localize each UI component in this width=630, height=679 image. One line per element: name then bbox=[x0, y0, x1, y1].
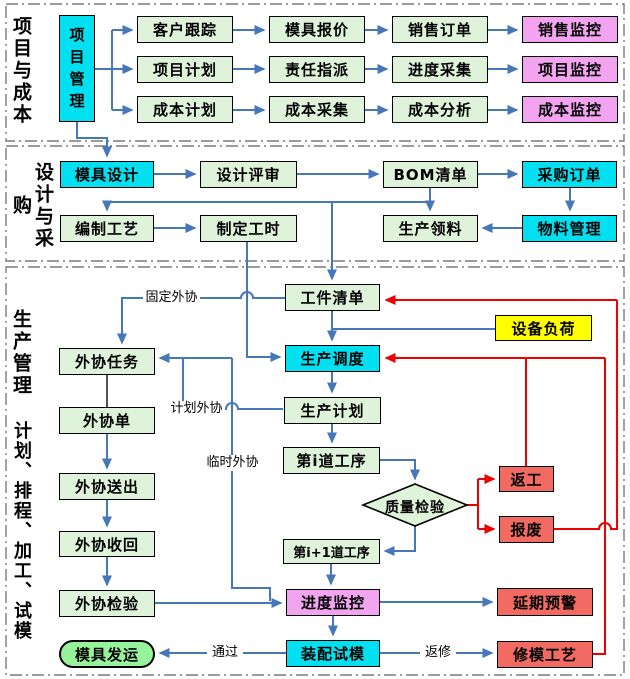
node-cost-monitoring: 成本监控 bbox=[522, 96, 618, 123]
node-material-management: 物料管理 bbox=[522, 215, 617, 242]
node-quality-inspection-label: 质量检验 bbox=[385, 500, 445, 516]
node-cost-plan: 成本计划 bbox=[137, 96, 233, 123]
node-purchase-order: 采购订单 bbox=[522, 161, 617, 188]
node-outsourcing-return: 外协收回 bbox=[59, 531, 155, 557]
node-project-monitoring: 项目监控 bbox=[522, 56, 618, 83]
node-outsourcing-task: 外协任务 bbox=[59, 348, 155, 375]
node-project-plan: 项目计划 bbox=[137, 56, 233, 83]
node-mold-shipment: 模具发运 bbox=[59, 640, 155, 668]
node-workpiece-list: 工件清单 bbox=[285, 284, 380, 311]
node-sales-order: 销售订单 bbox=[392, 16, 488, 43]
node-progress-monitoring: 进度监控 bbox=[286, 589, 380, 616]
node-sales-monitoring: 销售监控 bbox=[522, 16, 618, 43]
node-design-review: 设计评审 bbox=[200, 161, 297, 188]
node-assembly-trial-mold: 装配试模 bbox=[286, 640, 380, 667]
node-outsourcing-order: 外协单 bbox=[59, 407, 155, 434]
node-rework: 返工 bbox=[499, 466, 554, 492]
node-production-plan: 生产计划 bbox=[284, 397, 381, 424]
node-cost-collection: 成本采集 bbox=[269, 96, 365, 123]
node-process-planning: 编制工艺 bbox=[60, 215, 154, 242]
node-mold-repair-process: 修模工艺 bbox=[497, 641, 593, 668]
section-label-production-sub: 计划、排程、加工、试模 bbox=[11, 421, 32, 641]
node-progress-collection: 进度采集 bbox=[392, 56, 488, 83]
node-cost-analysis: 成本分析 bbox=[392, 96, 488, 123]
section-frame-design-purchase bbox=[5, 145, 625, 262]
node-production-dispatch: 生产调度 bbox=[285, 345, 380, 372]
edge-label-fixed-outsourcing: 固定外协 bbox=[143, 290, 200, 306]
node-outsourcing-inspection: 外协检验 bbox=[59, 590, 155, 617]
node-mold-design: 模具设计 bbox=[60, 161, 154, 188]
node-mold-quotation: 模具报价 bbox=[269, 16, 365, 43]
edge-label-repair: 返修 bbox=[420, 645, 456, 661]
section-label-project-cost: 项目与成本 bbox=[10, 16, 32, 126]
node-quality-inspection-shape bbox=[360, 483, 470, 527]
red-connector-trunks bbox=[467, 300, 618, 655]
node-equipment-load: 设备负荷 bbox=[495, 315, 592, 341]
node-customer-tracking: 客户跟踪 bbox=[137, 16, 233, 43]
section-label-production: 生产管理 bbox=[10, 309, 32, 397]
node-process-i: 第i道工序 bbox=[283, 447, 380, 474]
section-frame-production bbox=[5, 266, 625, 676]
node-outsourcing-send: 外协送出 bbox=[59, 473, 155, 500]
node-delay-warning: 延期预警 bbox=[497, 588, 593, 616]
node-material-requisition: 生产领料 bbox=[383, 215, 478, 242]
node-project-management: 项目管理 bbox=[59, 15, 95, 122]
edge-label-pass: 通过 bbox=[207, 645, 243, 661]
node-bom-list: BOM清单 bbox=[383, 161, 478, 188]
section-label-design-purchase: 设计与采购 bbox=[10, 162, 54, 250]
node-responsibility-assignment: 责任指派 bbox=[269, 56, 365, 83]
node-scrap: 报废 bbox=[499, 516, 554, 543]
section-frame-project-cost bbox=[5, 3, 625, 142]
node-work-hours-setting: 制定工时 bbox=[200, 215, 297, 242]
node-process-i-plus-1: 第i+1道工序 bbox=[283, 539, 380, 564]
edge-label-temporary-outsourcing: 临时外协 bbox=[202, 455, 263, 471]
edge-label-planned-outsourcing: 计划外协 bbox=[168, 401, 225, 417]
